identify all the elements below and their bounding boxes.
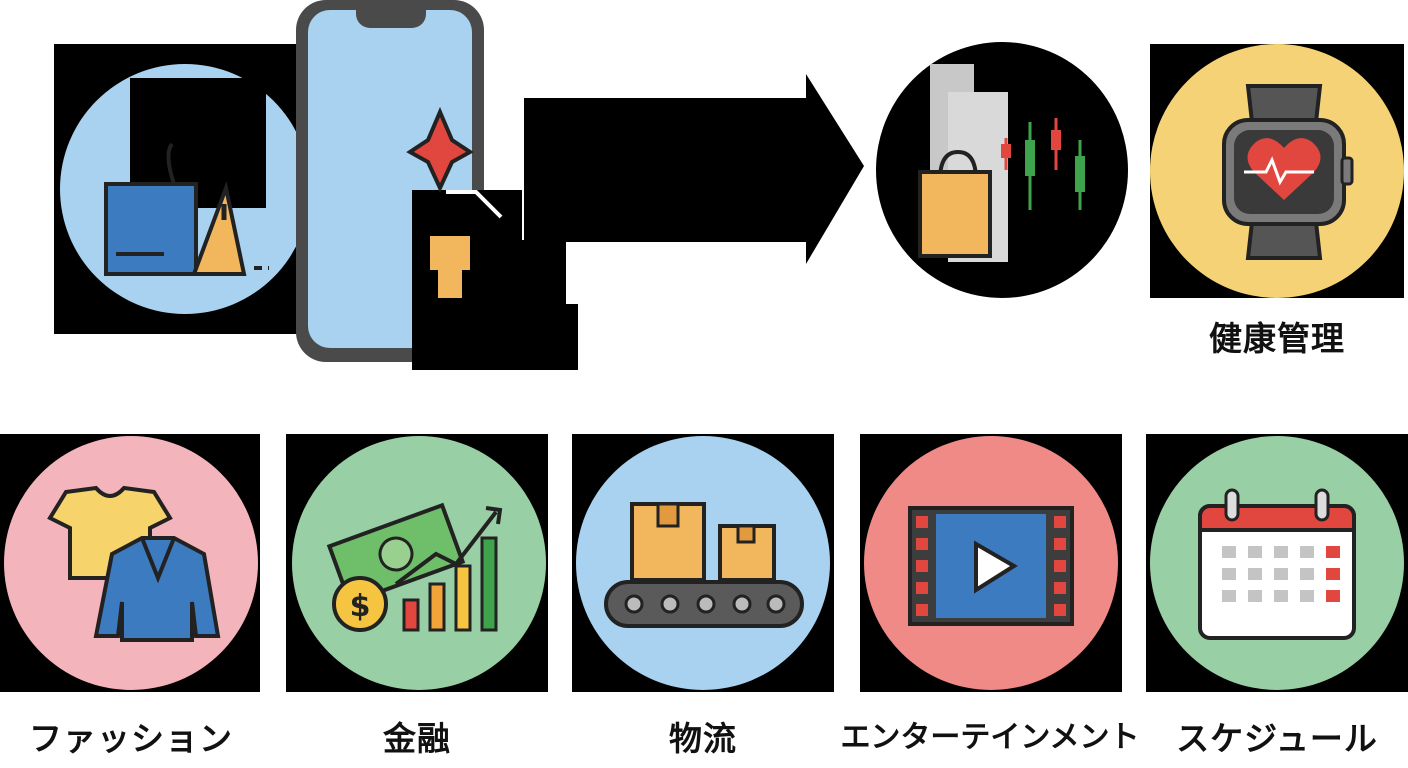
shopping-tile: [54, 44, 314, 334]
right-arrow-icon: [524, 74, 864, 264]
shopping-bags-icon: [104, 142, 269, 276]
health-tile: [1150, 44, 1404, 298]
small-bag-icon: [430, 236, 470, 298]
smartwatch-heart-icon: [1222, 84, 1354, 260]
category-label-schedule: スケジュール: [1176, 719, 1378, 758]
category-tile-schedule: [1146, 434, 1408, 692]
sparkle-icon: [406, 106, 474, 193]
svg-text:$: $: [350, 589, 371, 624]
category-tile-entertainment: [860, 434, 1122, 692]
overlay-block-lower: [412, 304, 578, 370]
category-label-finance: 金融: [383, 719, 451, 758]
category-label-logistics: 物流: [669, 719, 737, 758]
category-label-entertainment: エンターテインメント: [840, 720, 1140, 755]
category-tile-logistics: [572, 434, 834, 692]
health-label: 健康管理: [1209, 319, 1345, 358]
category-label-fashion: ファッション: [29, 719, 233, 758]
clothing-icon: [47, 485, 221, 642]
shopping-chart-icon: [918, 64, 1085, 262]
overlay-block-mid: [520, 240, 566, 310]
category-tile-fashion: [0, 434, 260, 692]
category-tile-finance: $: [286, 434, 548, 692]
video-play-icon: [908, 506, 1074, 626]
conveyor-boxes-icon: [604, 502, 804, 628]
money-growth-icon: $: [326, 502, 503, 632]
calendar-icon: [1198, 488, 1356, 640]
hand-arrow-icon: [446, 190, 503, 219]
